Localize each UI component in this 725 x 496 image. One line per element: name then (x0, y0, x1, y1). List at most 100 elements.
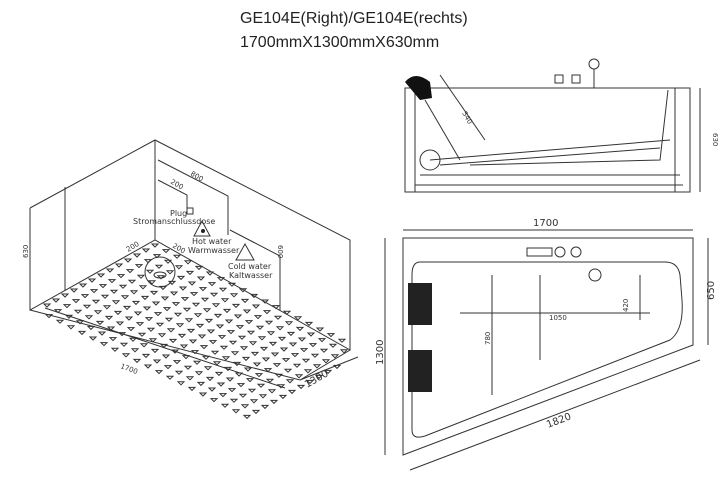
floor-drop-mark (135, 322, 145, 327)
floor-drop-mark (169, 291, 179, 296)
top-dim-650: 650 (706, 281, 717, 300)
floor-drop-mark (174, 265, 184, 270)
floor-drop-mark (203, 366, 213, 371)
floor-drop-mark (114, 263, 124, 268)
floor-drop-mark (190, 350, 200, 355)
floor-drop-mark (154, 370, 164, 375)
floor-drop-mark (306, 332, 316, 337)
floor-drop-mark (152, 359, 162, 364)
floor-drop-mark (323, 369, 333, 375)
floor-drop-mark (248, 341, 258, 346)
floor-drop-mark (115, 321, 125, 326)
floor-drop-mark (69, 288, 79, 293)
floor-drop-mark (231, 303, 241, 309)
floor-drop-mark (165, 375, 175, 380)
dim-200-a: 200 (125, 240, 141, 254)
top-dim-780: 780 (484, 332, 492, 345)
floor-drop-mark (268, 341, 278, 347)
floor-drop-mark (87, 278, 97, 283)
floor-drop-mark (96, 273, 106, 278)
floor-drop-mark (66, 325, 76, 330)
floor-drop-mark (64, 314, 74, 319)
floor-drop-mark (260, 404, 270, 410)
floor-drop-mark (62, 304, 72, 309)
floor-drop-mark (218, 287, 228, 292)
floor-drop-mark (161, 354, 171, 359)
floor-drop-mark (166, 328, 176, 333)
floor-drop-mark (294, 374, 304, 379)
floor-drop-mark (44, 314, 54, 319)
side-view: 540 630 (404, 58, 719, 193)
floor-drop-mark (236, 383, 246, 388)
floor-drop-mark (233, 314, 243, 319)
floor-drop-mark (133, 311, 143, 316)
floor-drop-mark (262, 310, 272, 315)
cold-water-label: Cold water (228, 262, 272, 271)
floor-drop-mark (80, 294, 90, 299)
floor-drop-mark (184, 318, 194, 323)
floor-drop-mark (246, 330, 256, 335)
floor-drop-mark (200, 297, 210, 302)
floor-drop-mark (251, 409, 261, 415)
floor-drop-mark (153, 312, 163, 317)
floor-drop-mark (250, 351, 260, 357)
floor-drop-mark (198, 287, 208, 292)
floor-drop-mark (308, 343, 318, 348)
floor-drop-mark (55, 319, 65, 324)
floor-drop-mark (99, 342, 109, 347)
floor-drop-mark (124, 316, 134, 321)
floor-drop-mark (277, 336, 287, 342)
floor-drop-mark (314, 374, 324, 380)
floor-drop-mark (95, 320, 105, 326)
floor-drop-mark (197, 334, 207, 339)
floor-drop-mark (234, 372, 244, 377)
floor-drop-mark (161, 249, 171, 254)
floor-drop-mark (51, 298, 61, 303)
floor-drop-mark (229, 398, 239, 403)
floor-drop-mark (196, 276, 206, 281)
model-title: GE104E(Right)/GE104E(rechts) (240, 10, 468, 27)
floor-drop-mark (227, 282, 237, 287)
floor-drop-mark (219, 345, 229, 350)
floor-drop-mark (251, 304, 261, 309)
floor-drop-mark (261, 357, 271, 362)
floor-drop-mark (170, 349, 180, 354)
floor-drop-mark (97, 331, 107, 336)
floor-drop-mark (130, 348, 140, 353)
dim-1700: 1700 (119, 362, 138, 376)
floor-drop-mark (60, 293, 70, 298)
floor-drop-mark (174, 370, 184, 375)
floor-drop-mark (301, 358, 311, 363)
floor-drop-mark (128, 337, 138, 342)
floor-drop-mark (264, 320, 274, 325)
hot-water-label-de: Warmwasser (188, 246, 240, 255)
floor-drop-mark (172, 360, 182, 365)
floor-drop-mark (272, 363, 282, 368)
floor-drop-mark (244, 320, 254, 325)
floor-drop-mark (187, 281, 197, 286)
floor-drop-mark (194, 265, 204, 271)
top-dim-1300: 1300 (375, 340, 386, 365)
floor-drop-mark (303, 369, 313, 374)
floor-drop-mark (73, 309, 83, 314)
floor-drop-mark (71, 299, 81, 304)
floor-drop-mark (185, 376, 195, 381)
floor-drop-mark (108, 337, 118, 342)
floor-drop-mark (181, 355, 191, 360)
floor-drop-mark (210, 350, 220, 355)
floor-drop-mark (328, 343, 338, 348)
floor-drop-mark (152, 254, 162, 259)
floor-drop-mark (139, 343, 149, 348)
floor-drop-mark (330, 354, 340, 359)
floor-drop-mark (149, 290, 159, 296)
floor-drop-mark (284, 321, 294, 326)
floor-drop-mark (288, 342, 298, 347)
floor-drop-mark (120, 295, 130, 300)
floor-drop-mark (305, 379, 315, 385)
floor-drop-mark (134, 264, 144, 269)
floor-drop-mark (275, 326, 285, 331)
floor-drop-mark (84, 315, 94, 320)
floor-drop-mark (189, 292, 199, 297)
floor-drop-mark (270, 352, 280, 357)
